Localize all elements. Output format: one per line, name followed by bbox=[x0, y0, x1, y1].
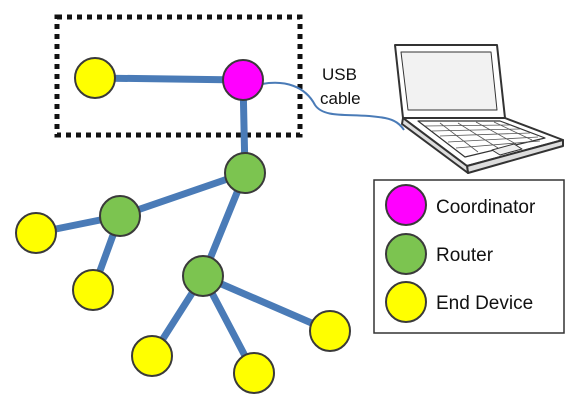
legend-end-device-swatch bbox=[385, 281, 427, 323]
router-node bbox=[99, 195, 141, 237]
end-device-node bbox=[74, 57, 116, 99]
end-device-node bbox=[309, 310, 351, 352]
link-router-router-left bbox=[116, 169, 249, 220]
legend-router-label: Router bbox=[436, 245, 494, 266]
legend-coordinator-label: Coordinator bbox=[436, 197, 536, 218]
coordinator-selection-box bbox=[54, 14, 303, 138]
coordinator-node bbox=[222, 59, 264, 101]
end-device-node bbox=[72, 269, 114, 311]
laptop-icon bbox=[394, 44, 564, 174]
router-node bbox=[224, 152, 266, 194]
legend: Coordinator Router End Device bbox=[373, 179, 565, 334]
legend-router-swatch bbox=[385, 233, 427, 275]
usb-label-line2: cable bbox=[320, 89, 361, 108]
network-links bbox=[32, 74, 334, 377]
end-device-node bbox=[131, 335, 173, 377]
usb-cable bbox=[261, 81, 405, 131]
end-device-node bbox=[233, 352, 275, 394]
end-device-node bbox=[15, 212, 57, 254]
usb-label-line1: USB bbox=[322, 65, 357, 84]
router-node bbox=[182, 255, 224, 297]
link-router-enddevice-right bbox=[199, 272, 334, 335]
legend-end-device-label: End Device bbox=[436, 293, 533, 314]
link-coordinator-enddevice bbox=[91, 74, 247, 84]
network-nodes bbox=[15, 57, 351, 394]
legend-coordinator-swatch bbox=[385, 184, 427, 226]
